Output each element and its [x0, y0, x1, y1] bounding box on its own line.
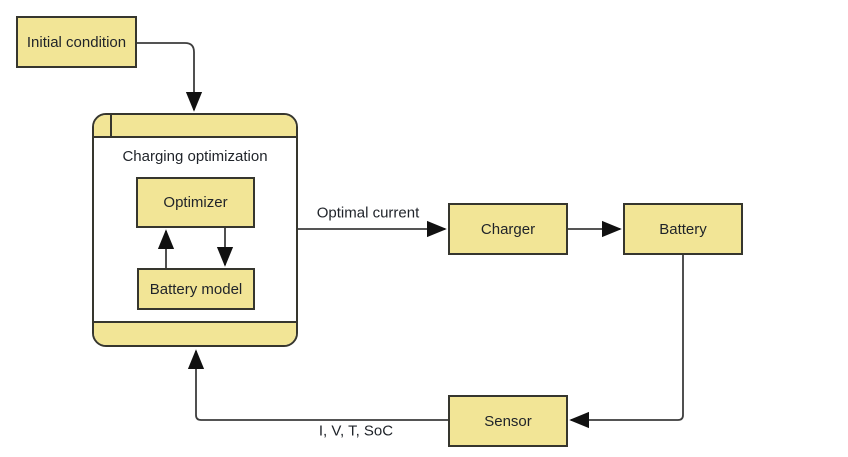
node-optimizer-label: Optimizer — [163, 194, 228, 211]
edge-label-sensor-feedback: I, V, T, SoC — [318, 422, 394, 440]
node-battery-label: Battery — [659, 220, 707, 238]
node-optimizer: Optimizer — [136, 177, 255, 228]
edge-battery-to-sensor — [569, 255, 684, 429]
node-initial-condition-label: Initial condition — [26, 33, 127, 51]
node-sensor: Sensor — [448, 395, 568, 447]
frame-title: Charging optimization — [122, 148, 268, 165]
node-battery: Battery — [623, 203, 743, 255]
frame-header-band — [94, 115, 296, 138]
node-battery-model-label: Battery model — [149, 280, 243, 298]
edge-initial-to-optimization — [137, 42, 203, 112]
frame-footer-band — [94, 321, 296, 345]
node-charger-label: Charger — [480, 220, 536, 238]
edge-sensor-to-optimization — [187, 349, 448, 421]
node-charger: Charger — [448, 203, 568, 255]
node-charging-optimization: Charging optimization — [92, 113, 298, 347]
node-initial-condition: Initial condition — [16, 16, 137, 68]
node-battery-model: Battery model — [137, 268, 255, 310]
frame-header-tab — [94, 115, 112, 136]
edge-label-optimal-current: Optimal current — [316, 204, 420, 222]
node-sensor-label: Sensor — [484, 412, 532, 430]
